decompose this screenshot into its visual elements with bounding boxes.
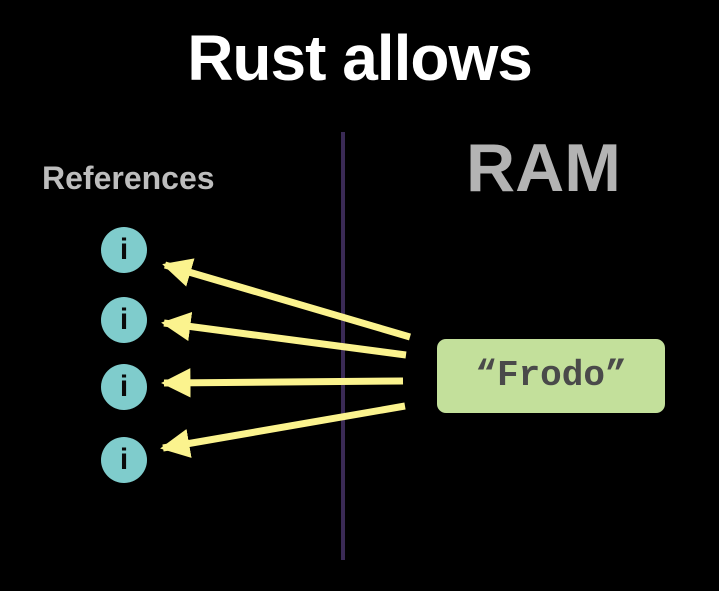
reference-icon-1: i (101, 227, 147, 273)
ram-heading: RAM (466, 130, 621, 206)
frodo-value-box: “Frodo” (437, 339, 665, 413)
arrow-to-reference-4 (160, 402, 406, 458)
slide-title: Rust allows (187, 22, 533, 94)
reference-icon-2: i (101, 297, 147, 343)
references-heading: References (42, 160, 215, 196)
reference-icon-3: i (101, 364, 147, 410)
arrow-to-reference-3 (161, 368, 404, 398)
arrow-to-reference-2 (161, 311, 407, 359)
reference-icon-4: i (101, 437, 147, 483)
arrow-to-reference-1 (162, 258, 411, 341)
